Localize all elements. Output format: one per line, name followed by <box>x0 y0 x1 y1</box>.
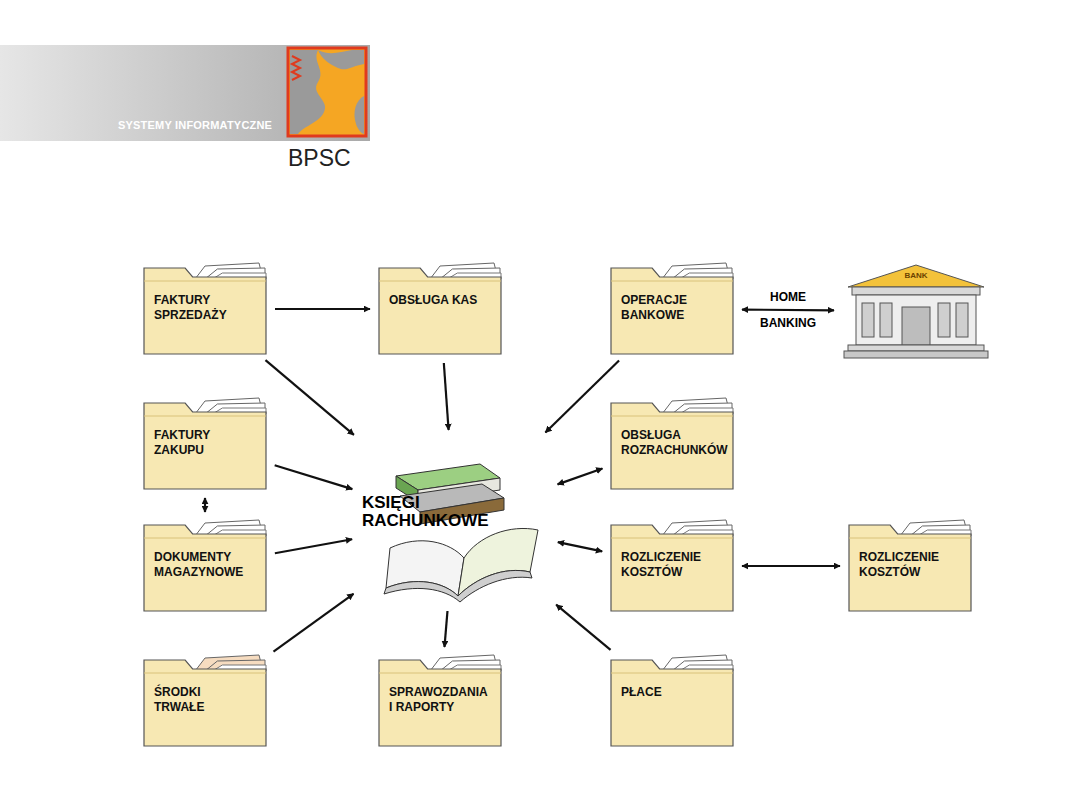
node-label: FAKTURY ZAKUPU <box>154 428 258 458</box>
folder-box: DOKUMENTY MAGAZYNOWE <box>143 520 267 612</box>
books-hub: KSIĘGI RACHUNKOWE <box>360 438 550 603</box>
flow-arrow <box>558 469 603 485</box>
company-name: BPSC <box>288 145 351 172</box>
flow-arrow <box>275 539 352 553</box>
node-label: ROZLICZENIE KOSZTÓW <box>621 550 725 580</box>
company-logo <box>288 48 366 136</box>
node-label: ŚRODKI TRWAŁE <box>154 685 234 715</box>
node-label: FAKTURY SPRZEDAŻY <box>154 293 246 323</box>
node-label: BANK <box>842 271 990 280</box>
folder-box: ROZLICZENIE KOSZTÓW <box>848 520 972 612</box>
folder-box: OBSŁUGA KAS <box>378 263 502 355</box>
header-band <box>0 45 370 141</box>
company-tagline: SYSTEMY INFORMATYCZNE <box>118 119 272 131</box>
folder-box: SPRAWOZDANIA I RAPORTY <box>378 655 502 747</box>
folder-box: OPERACJE BANKOWE <box>610 263 734 355</box>
folder-shape <box>378 263 502 355</box>
folder-box: FAKTURY SPRZEDAŻY <box>143 263 267 355</box>
flow-arrow <box>275 465 353 489</box>
folder-box: FAKTURY ZAKUPU <box>143 398 267 490</box>
node-label: OPERACJE BANKOWE <box>621 293 725 323</box>
folder-shape <box>610 655 734 747</box>
flow-arrow <box>742 308 834 311</box>
flow-arrow <box>558 542 602 551</box>
folder-box: ROZLICZENIE KOSZTÓW <box>610 520 734 612</box>
node-label: ROZLICZENIE KOSZTÓW <box>859 550 963 580</box>
folder-box: PŁACE <box>610 655 734 747</box>
node-label: DOKUMENTY MAGAZYNOWE <box>154 550 258 580</box>
bank-building: BANK <box>842 263 990 359</box>
flow-arrow <box>545 361 619 433</box>
flow-arrow <box>265 360 353 435</box>
node-label: KSIĘGI RACHUNKOWE <box>362 494 512 530</box>
node-label: OBSŁUGA KAS <box>389 293 493 308</box>
flow-arrow <box>444 611 447 647</box>
node-label: PŁACE <box>621 685 725 700</box>
flow-arrow <box>444 363 449 430</box>
edge-label: HOME BANKING <box>753 284 823 336</box>
flow-arrow <box>742 565 840 567</box>
flow-arrow <box>273 594 353 652</box>
folder-box: ŚRODKI TRWAŁE <box>143 655 267 747</box>
folder-box: OBSŁUGA ROZRACHUNKÓW <box>610 398 734 490</box>
flow-arrow <box>275 308 370 310</box>
node-label: OBSŁUGA ROZRACHUNKÓW <box>621 428 725 458</box>
flow-arrow <box>204 498 206 512</box>
node-label: SPRAWOZDANIA I RAPORTY <box>389 685 493 715</box>
flow-arrow <box>556 605 610 650</box>
